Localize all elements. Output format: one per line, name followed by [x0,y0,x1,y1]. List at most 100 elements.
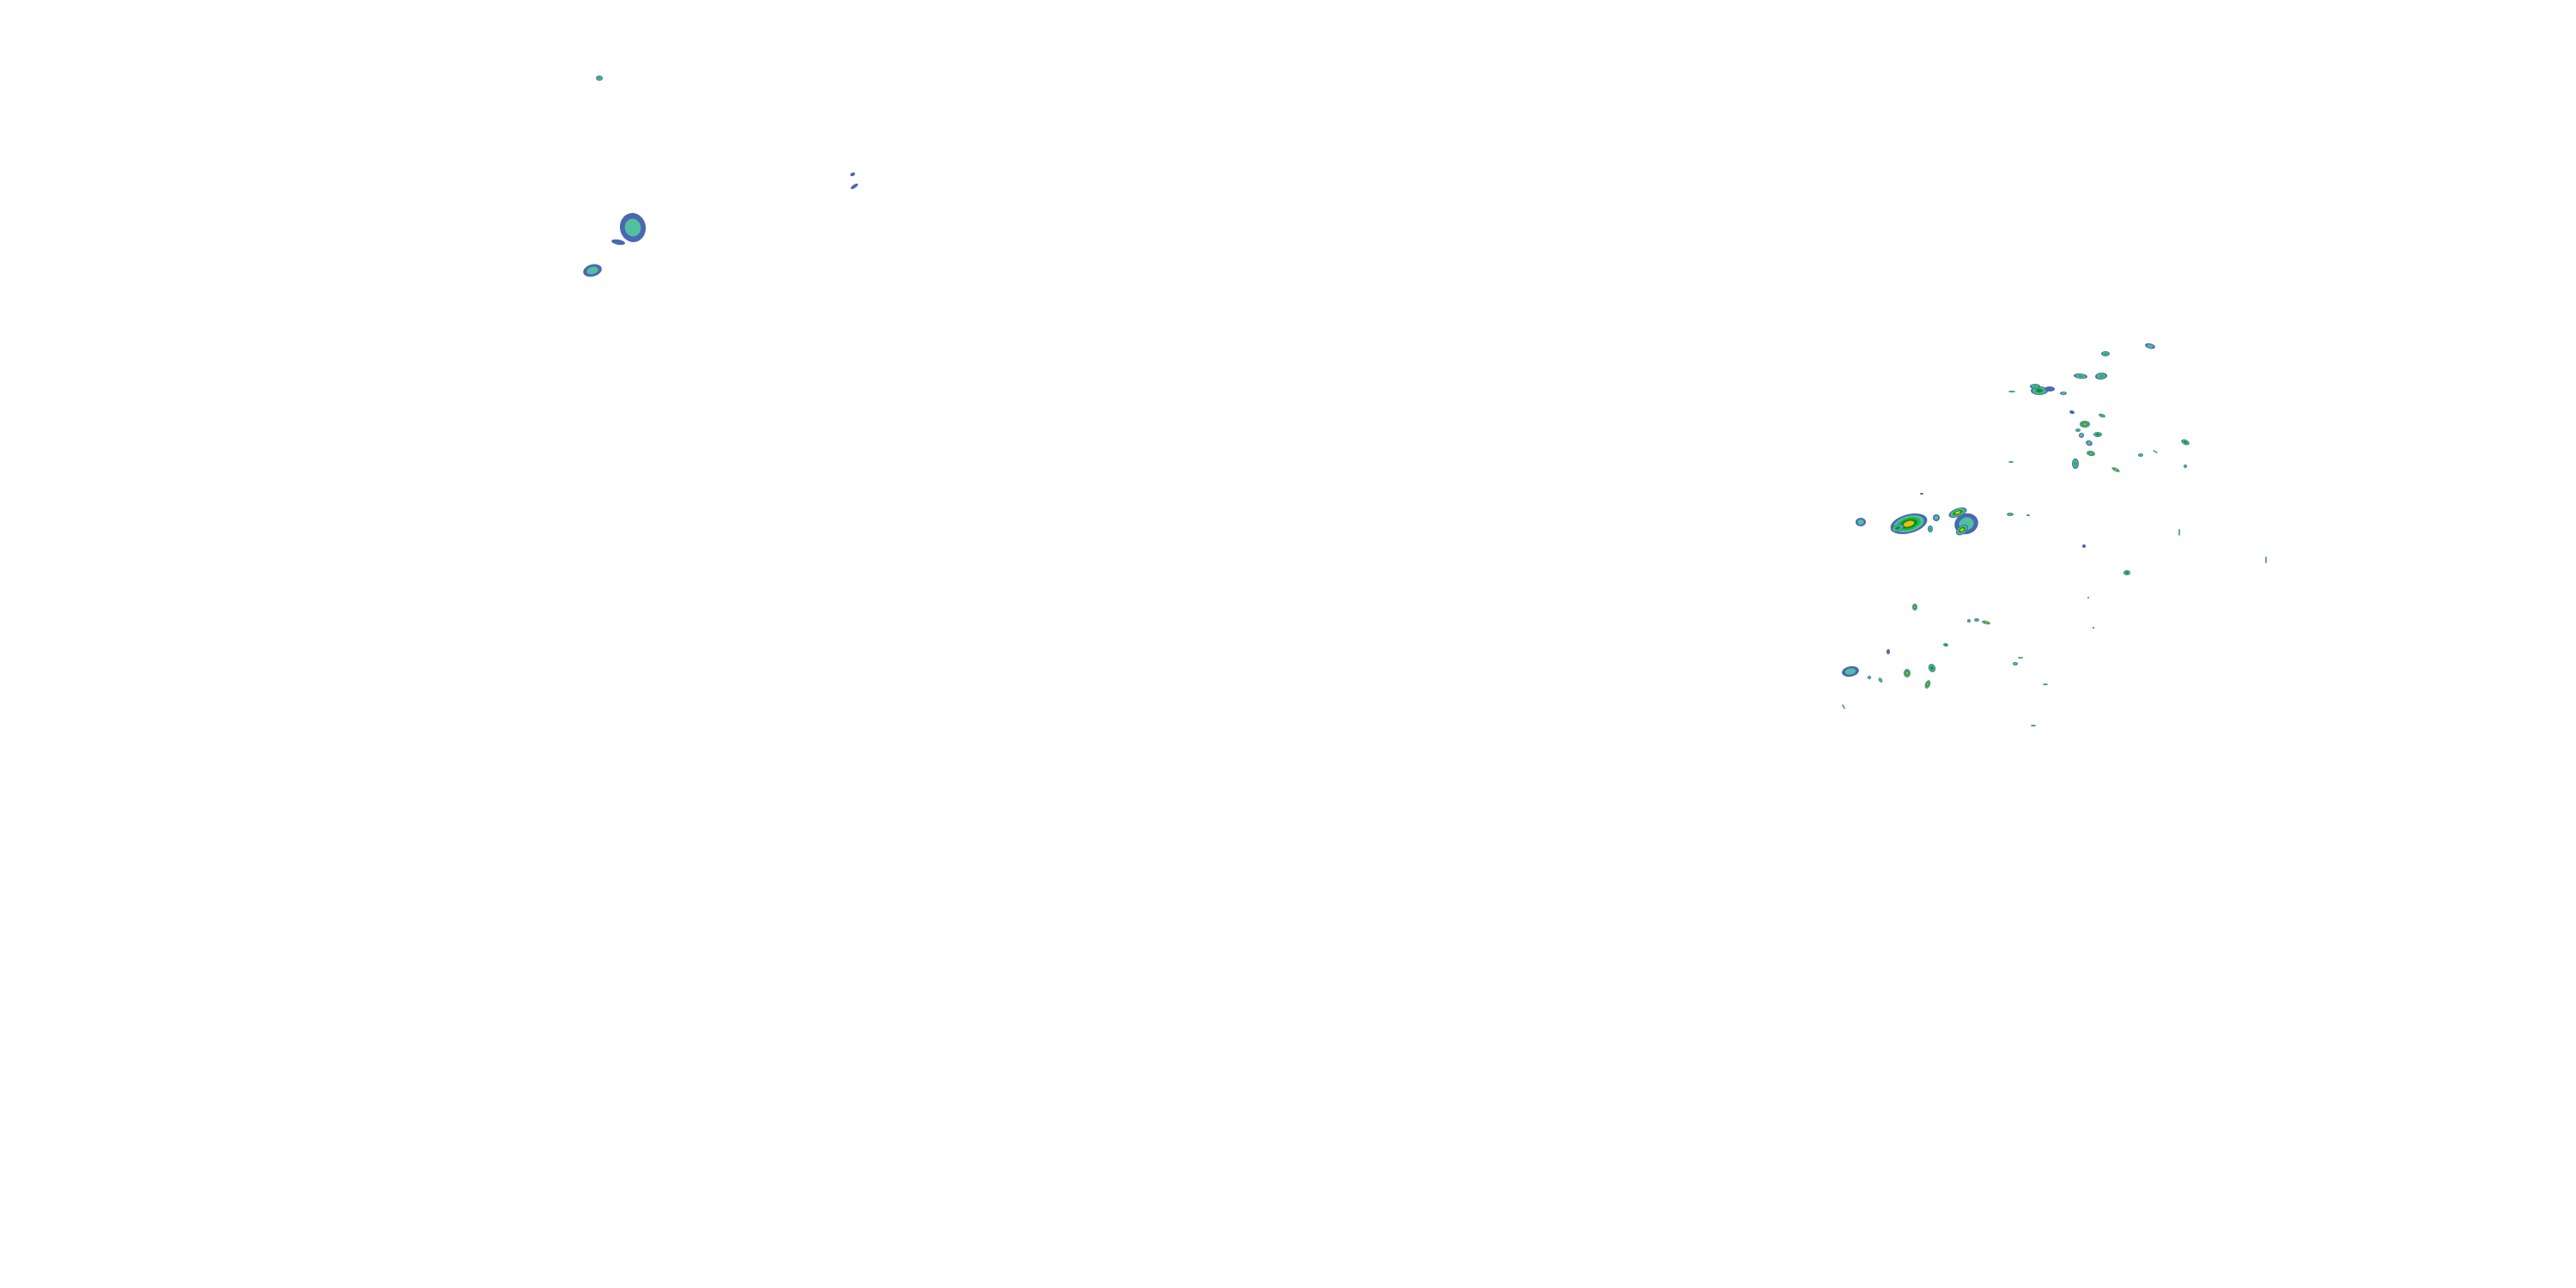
precipitation-cell [2069,410,2075,415]
reflectivity-band [2044,386,2055,392]
reflectivity-band [586,266,598,275]
precipitation-cell [2111,467,2120,472]
precipitation-cell [2153,450,2158,453]
precipitation-cell [2181,439,2190,446]
precipitation-cell [1842,665,1859,677]
precipitation-cell [2031,725,2036,726]
precipitation-cell [2138,453,2143,457]
reflectivity-band [2032,725,2035,726]
reflectivity-band [1955,511,1960,514]
precipitation-cell [2043,683,2048,685]
precipitation-cell [1890,513,1928,535]
precipitation-cell [2008,461,2014,463]
reflectivity-band [1844,668,1856,675]
reflectivity-band [2103,352,2108,355]
reflectivity-band [2125,571,2129,574]
precipitation-cell [2265,556,2267,563]
reflectivity-band [850,183,859,190]
precipitation-cell [2075,428,2081,432]
precipitation-cell [2079,433,2084,438]
precipitation-cell [2101,351,2110,356]
reflectivity-band [2008,513,2012,515]
precipitation-cell [2007,513,2014,516]
precipitation-cell [1878,677,1883,683]
reflectivity-band [624,218,641,237]
reflectivity-band [1879,678,1882,682]
reflectivity-band [2014,662,2017,665]
reflectivity-band [2009,461,2013,463]
reflectivity-band [2184,440,2187,444]
reflectivity-band [2087,597,2089,598]
reflectivity-band [2093,627,2094,629]
precipitation-cell [1967,619,1971,623]
reflectivity-band [2139,454,2142,456]
precipitation-cell [2093,432,2102,437]
precipitation-cell [1886,649,1890,654]
reflectivity-band [2069,410,2075,415]
precipitation-cell [2087,597,2089,598]
reflectivity-band [1975,619,1978,621]
reflectivity-band [1895,526,1900,530]
reflectivity-band [1934,515,1939,520]
reflectivity-band [2147,343,2154,349]
precipitation-cell [2086,440,2093,447]
reflectivity-band [1944,644,1947,646]
reflectivity-band [2087,441,2092,445]
reflectivity-band [1842,705,1845,708]
reflectivity-band [1857,519,1864,526]
reflectivity-band [2080,434,2083,437]
reflectivity-band [1914,605,1916,609]
reflectivity-band [2036,389,2043,392]
precipitation-cell [1982,620,1990,625]
precipitation-cell [2095,372,2107,380]
precipitation-cell [1928,664,1936,672]
reflectivity-band [850,172,855,177]
precipitation-cell [2082,544,2086,548]
precipitation-cell [619,213,647,242]
precipitation-cell [850,172,855,177]
precipitation-cell [611,239,625,246]
reflectivity-band [2076,429,2080,431]
reflectivity-band [2114,469,2117,471]
reflectivity-band [2061,392,2066,395]
reflectivity-band [1927,683,1929,686]
reflectivity-band [2010,391,2014,392]
reflectivity-band [2077,374,2084,378]
precipitation-cell [1956,524,1968,536]
reflectivity-band [1960,528,1964,532]
precipitation-cell [2044,386,2055,392]
reflectivity-band [1929,527,1932,531]
reflectivity-band [2089,453,2093,454]
reflectivity-band [1968,620,1970,622]
precipitation-cell [850,183,859,190]
reflectivity-band [2044,683,2047,685]
precipitation-cell [1933,514,1940,521]
precipitation-cell [2093,627,2094,629]
precipitation-cell [1924,680,1931,689]
reflectivity-band [2154,450,2157,453]
precipitation-cell [2080,421,2090,428]
precipitation-cell [2013,662,2018,665]
reflectivity-band [1920,493,1923,495]
reflectivity-band [2020,657,2021,659]
reflectivity-band [2184,465,2187,468]
reflectivity-band [2096,433,2099,436]
precipitation-cell [1856,518,1866,526]
reflectivity-band [1886,649,1890,654]
precipitation-cell [2145,343,2155,349]
precipitation-cell [2018,657,2023,659]
precipitation-cell [1868,676,1871,679]
precipitation-cell [2026,514,2030,516]
reflectivity-band [2074,461,2077,466]
precipitation-cell [1842,704,1845,709]
reflectivity-band [2265,557,2267,562]
reflectivity-band [1930,666,1934,670]
reflectivity-band [1903,520,1915,527]
reflectivity-band [611,239,625,246]
precipitation-cell [1928,526,1933,532]
precipitation-cell [583,264,602,277]
reflectivity-band [2032,385,2038,388]
precipitation-cell [2030,384,2040,389]
precipitation-cell [2087,450,2095,457]
